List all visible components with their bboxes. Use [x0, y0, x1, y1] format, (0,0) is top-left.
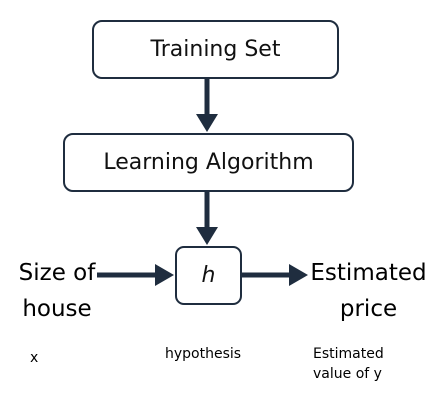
output-caption-line1: Estimated	[313, 346, 384, 362]
arrow-input-to-h	[97, 264, 174, 286]
learning-algorithm-box: Learning Algorithm	[63, 133, 354, 192]
output-label-line2: price	[339, 296, 398, 322]
output-caption-line2: value of y	[313, 366, 382, 382]
hypothesis-symbol: h	[201, 263, 216, 288]
arrow-learning-to-h	[196, 192, 218, 245]
learning-algorithm-label: Learning Algorithm	[103, 150, 314, 175]
arrow-h-to-output	[242, 264, 308, 286]
arrow-training-to-learning	[196, 79, 218, 132]
output-caption: Estimated value of y	[313, 344, 423, 384]
input-label-line2: house	[22, 296, 92, 322]
hypothesis-box: h	[175, 246, 242, 305]
training-set-label: Training Set	[150, 37, 281, 62]
input-caption-x: x	[30, 350, 39, 366]
hypothesis-caption: hypothesis	[165, 346, 242, 362]
output-label-line1: Estimated	[310, 260, 427, 286]
input-label: Size of house	[2, 255, 112, 327]
input-label-line1: Size of	[18, 260, 96, 286]
output-label: Estimated price	[306, 255, 431, 327]
training-set-box: Training Set	[92, 20, 339, 79]
